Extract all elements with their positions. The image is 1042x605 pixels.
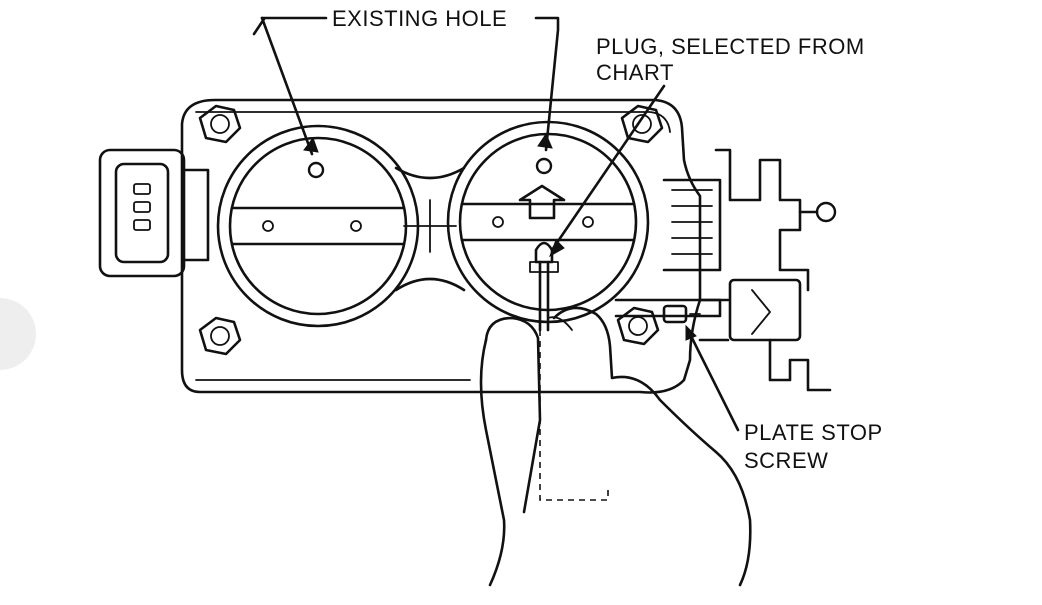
label-plate-stop-line1: PLATE STOP [744,420,883,445]
plate-stop-screw [662,304,701,324]
plug-tip [534,241,554,264]
mounting-bolt-bottom-right [616,306,660,346]
mounting-bolt-top-left [198,104,242,144]
existing-hole-right [535,157,553,175]
tps-connector [98,148,210,278]
label-existing-hole: EXISTING HOLE [332,6,507,31]
label-plate-stop-line2: SCREW [744,448,828,473]
throttle-body-housing [180,98,702,394]
callout-existing-hole: EXISTING HOLE [252,6,560,156]
callout-plug: PLUG, SELECTED FROM CHART [549,34,865,258]
callout-plate-stop-screw: PLATE STOP SCREW [685,324,883,473]
left-throttle-bore [216,124,420,328]
label-plug-line1: PLUG, SELECTED FROM [596,34,865,59]
throttle-linkage [614,148,837,392]
side-tab [0,298,36,370]
flow-arrow-icon [518,184,566,220]
label-plug-line2: CHART [596,60,674,85]
mounting-bolt-bottom-left [198,316,242,356]
existing-hole-left [307,161,325,179]
hand-holding-tool [479,241,752,587]
